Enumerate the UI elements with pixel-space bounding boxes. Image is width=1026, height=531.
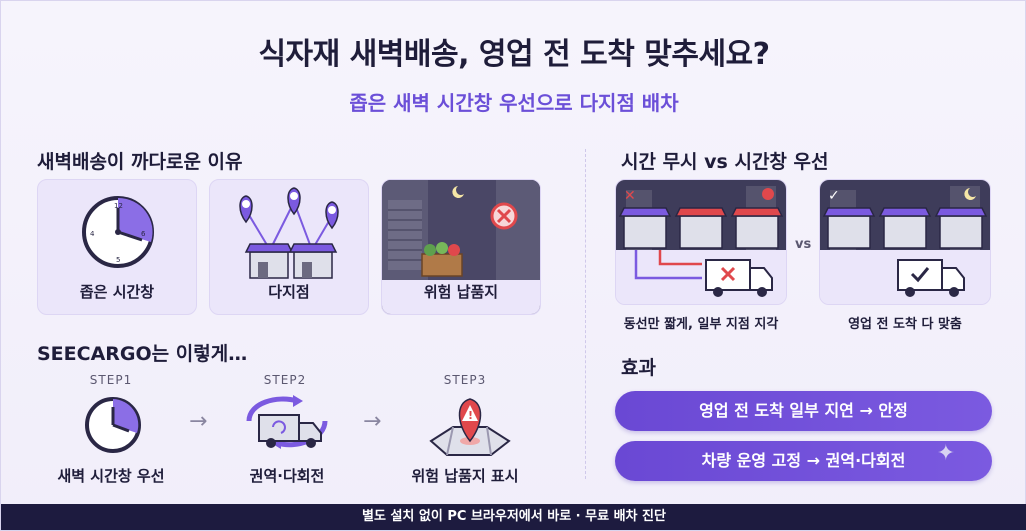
comparison-card-ignore-time: ✕ [615, 179, 787, 305]
svg-text:!: ! [468, 409, 473, 422]
multi-store-pins-icon [239, 187, 339, 279]
reason-card-risky-drop: 위험 납품지 [381, 179, 541, 315]
step-number: STEP2 [263, 373, 307, 387]
footer-banner: 별도 설치 없이 PC 브라우저에서 바로 · 무료 배차 진단 [1, 504, 1026, 530]
page-subtitle: 좁은 새벽 시간창 우선으로 다지점 배차 [349, 91, 679, 115]
sparkle-icon: ✦ [936, 441, 955, 466]
step-arrow-icon: → [363, 409, 382, 434]
dark-alley-icon [382, 180, 540, 314]
on-time-delivery-scene-icon: ✓ [820, 180, 990, 304]
effect-pill: 차량 운영 고정 → 권역·다회전 [615, 441, 992, 481]
step-number: STEP3 [443, 373, 487, 387]
reason-card-multi-stop: 다지점 [209, 179, 369, 315]
clock-icon [85, 397, 141, 453]
clock-icon: 12 4 6 5 [82, 196, 154, 268]
comparison-heading: 시간 무시 vs 시간창 우선 [621, 151, 829, 173]
effects-heading: 효과 [621, 357, 656, 379]
seecargo-heading: SEECARGO는 이렇게… [37, 343, 248, 365]
comparison-caption-left: 동선만 짧게, 일부 지점 지각 [623, 317, 779, 332]
truck-cycle-icon [246, 395, 328, 449]
check-mark: ✓ [828, 188, 840, 204]
cross-mark: ✕ [624, 188, 636, 204]
step-label: 위험 납품지 표시 [411, 467, 519, 485]
reason-label: 다지점 [268, 283, 310, 301]
late-delivery-scene-icon: ✕ [616, 180, 786, 304]
effect-pill: 영업 전 도착 일부 지연 → 안정 [615, 391, 992, 431]
step-label: 새벽 시간창 우선 [57, 467, 165, 485]
vs-label: vs [795, 237, 812, 252]
reason-card-narrow-window: 12 4 6 5 좁은 시간창 [37, 179, 197, 315]
svg-text:6: 6 [141, 230, 146, 238]
page-title: 식자재 새벽배송, 영업 전 도착 맞추세요? [258, 37, 770, 72]
svg-text:12: 12 [114, 202, 123, 210]
comparison-caption-right: 영업 전 도착 다 맞춤 [848, 317, 962, 332]
reason-label: 위험 납품지 [423, 283, 499, 301]
comparison-card-time-window: ✓ [819, 179, 991, 305]
svg-text:4: 4 [90, 230, 95, 238]
step-number: STEP1 [89, 373, 133, 387]
reasons-heading: 새벽배송이 까다로운 이유 [37, 151, 243, 173]
section-divider [585, 149, 586, 479]
step-arrow-icon: → [189, 409, 208, 434]
svg-text:5: 5 [116, 256, 120, 264]
step-label: 권역·다회전 [249, 467, 325, 485]
reason-label: 좁은 시간창 [79, 283, 155, 301]
warning-map-pin-icon: ! [429, 398, 511, 456]
